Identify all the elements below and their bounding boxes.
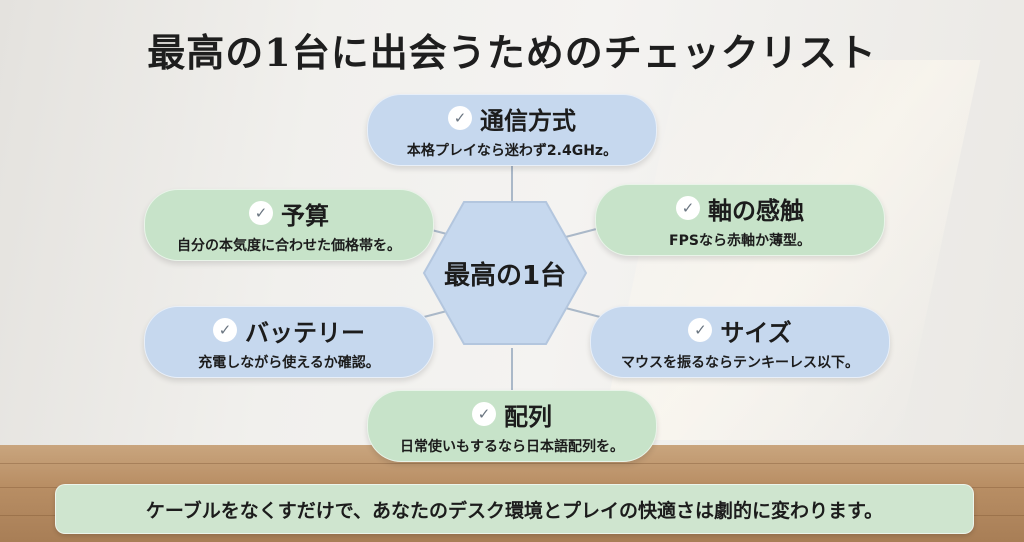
center-hexagon bbox=[422, 201, 588, 345]
card-title: バッテリー bbox=[245, 318, 365, 347]
check-circle-icon: ✓ bbox=[676, 196, 700, 220]
check-circle-icon: ✓ bbox=[249, 201, 273, 225]
card-desc: マウスを振るならテンキーレス以下。 bbox=[621, 354, 859, 371]
bottom-message: ケーブルをなくすだけで、あなたのデスク環境とプレイの快適さは劇的に変わります。 bbox=[55, 484, 974, 534]
card-size: ✓ サイズ マウスを振るならテンキーレス以下。 bbox=[590, 306, 890, 378]
check-circle-icon: ✓ bbox=[472, 402, 496, 426]
page-title: 最高の1台に出会うためのチェックリスト bbox=[147, 30, 877, 75]
card-desc: 日常使いもするなら日本語配列を。 bbox=[400, 438, 624, 455]
card-title: 配列 bbox=[504, 402, 552, 431]
card-layout: ✓ 配列 日常使いもするなら日本語配列を。 bbox=[367, 390, 657, 462]
card-title: 軸の感触 bbox=[708, 196, 804, 225]
check-circle-icon: ✓ bbox=[448, 106, 472, 130]
card-desc: 充電しながら使えるか確認。 bbox=[198, 354, 380, 371]
center-label: 最高の1台 bbox=[443, 261, 567, 291]
card-communication: ✓ 通信方式 本格プレイなら迷わず2.4GHz。 bbox=[367, 94, 657, 166]
card-title: 通信方式 bbox=[480, 106, 576, 135]
card-budget: ✓ 予算 自分の本気度に合わせた価格帯を。 bbox=[144, 189, 434, 261]
check-circle-icon: ✓ bbox=[688, 318, 713, 342]
card-desc: 本格プレイなら迷わず2.4GHz。 bbox=[406, 142, 618, 159]
check-circle-icon: ✓ bbox=[213, 318, 237, 342]
card-title: 予算 bbox=[281, 201, 329, 230]
card-title: サイズ bbox=[720, 318, 792, 347]
card-desc: FPSなら赤軸か薄型。 bbox=[669, 232, 811, 249]
card-switch-feel: ✓ 軸の感触 FPSなら赤軸か薄型。 bbox=[595, 184, 885, 256]
card-battery: ✓ バッテリー 充電しながら使えるか確認。 bbox=[144, 306, 434, 378]
card-desc: 自分の本気度に合わせた価格帯を。 bbox=[177, 237, 401, 254]
